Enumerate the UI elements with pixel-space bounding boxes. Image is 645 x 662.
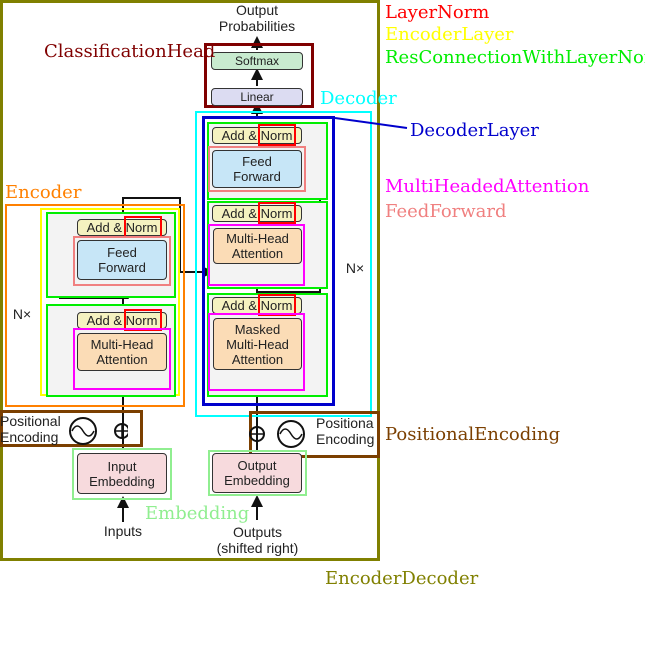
decoder-add-norm-ff: Add & Norm — [212, 127, 302, 144]
feed-forward-label: Feed Forward — [98, 245, 146, 275]
add-label: Add & — [86, 220, 122, 235]
add-label: Add & — [221, 298, 257, 313]
positional-encoding-right-label: Positiona Encoding — [316, 415, 375, 447]
input-embedding: Input Embedding — [77, 453, 167, 494]
positionalencoding-left-box — [0, 410, 143, 447]
decoder-feed-forward: Feed Forward — [212, 150, 302, 188]
input-embedding-label: Input Embedding — [89, 458, 155, 489]
norm-label: Norm — [125, 313, 158, 328]
inputs-label: Inputs — [103, 523, 143, 539]
add-label: Add & — [86, 313, 122, 328]
encoder-box — [5, 204, 185, 407]
decoder-multi-head-attention: Multi-Head Attention — [213, 228, 302, 264]
decoder-layernorm-masked — [258, 294, 296, 316]
norm-label: Norm — [260, 206, 293, 221]
encoder-multi-head-attention: Multi-Head Attention — [77, 333, 167, 371]
decoder-add-norm-masked: Add & Norm — [212, 297, 302, 314]
linear-box: Linear — [211, 88, 303, 106]
masked-mha-label: Masked Multi-Head Attention — [226, 321, 289, 367]
legend-encoder: Encoder — [5, 182, 82, 203]
encoder-layernorm-ff — [124, 216, 162, 238]
positional-encoding-left-label: Positional Encoding — [0, 413, 61, 445]
embedding-right-box — [208, 450, 307, 496]
linear-label: Linear — [240, 89, 274, 104]
decoder-box — [195, 111, 372, 417]
legend-resconnection: ResConnectionWithLayerNorm — [385, 47, 645, 68]
decoder-masked-multi-head-attention: Masked Multi-Head Attention — [213, 318, 302, 370]
decoder-nx-label: N× — [345, 260, 365, 276]
legend-classificationhead: ClassificationHead — [44, 41, 216, 62]
legend-encoderlayer: EncoderLayer — [385, 24, 514, 45]
sine-wave-icon — [69, 417, 128, 445]
softmax-label: Softmax — [234, 53, 279, 68]
sine-wave-icon — [249, 420, 305, 448]
encoder-layernorm-mha — [124, 309, 162, 331]
add-label: Add & — [221, 128, 257, 143]
decoder-multiheaded-box — [208, 224, 305, 286]
norm-label: Norm — [125, 220, 158, 235]
encoder-feed-forward: Feed Forward — [77, 240, 167, 280]
decoder-masked-multiheaded-box — [208, 313, 305, 391]
encoderdecoder-box — [0, 0, 380, 561]
classificationhead-box — [204, 43, 314, 108]
feed-forward-label: Feed Forward — [233, 154, 281, 184]
norm-label: Norm — [260, 298, 293, 313]
legend-decoderlayer: DecoderLayer — [410, 120, 539, 141]
encoder-nx-label: N× — [12, 306, 32, 322]
add-label: Add & — [221, 206, 257, 221]
legend-embedding: Embedding — [145, 503, 250, 524]
encoder-add-norm-ff: Add & Norm — [77, 219, 167, 236]
output-probabilities-label: Output Probabilities — [218, 2, 296, 34]
encoder-multiheaded-box — [73, 328, 171, 390]
decoder-feedforward-box — [208, 146, 306, 192]
encoder-add-norm-mha: Add & Norm — [77, 312, 167, 329]
output-embedding: Output Embedding — [212, 453, 302, 493]
decoder-add-norm-mha: Add & Norm — [212, 205, 302, 222]
legend-encoderdecoder: EncoderDecoder — [325, 568, 479, 589]
decoder-layernorm-mha — [258, 202, 296, 224]
legend-multiheaded: MultiHeadedAttention — [385, 176, 590, 197]
embedding-left-box — [72, 448, 172, 500]
encoder-feedforward-box — [73, 236, 171, 286]
outputs-label: Outputs (shifted right) — [216, 524, 299, 556]
decoder-layernorm-ff — [258, 124, 296, 146]
mha-label: Multi-Head Attention — [90, 337, 154, 367]
legend-layernorm: LayerNorm — [385, 2, 490, 23]
output-embedding-label: Output Embedding — [224, 458, 290, 488]
mha-label: Multi-Head Attention — [226, 231, 289, 261]
decoder-layer-box — [202, 116, 335, 406]
legend-decoder: Decoder — [320, 88, 397, 109]
norm-label: Norm — [260, 128, 293, 143]
legend-positionalencoding: PositionalEncoding — [385, 424, 561, 445]
legend-feedforward: FeedForward — [385, 201, 507, 222]
softmax-box: Softmax — [211, 52, 303, 70]
